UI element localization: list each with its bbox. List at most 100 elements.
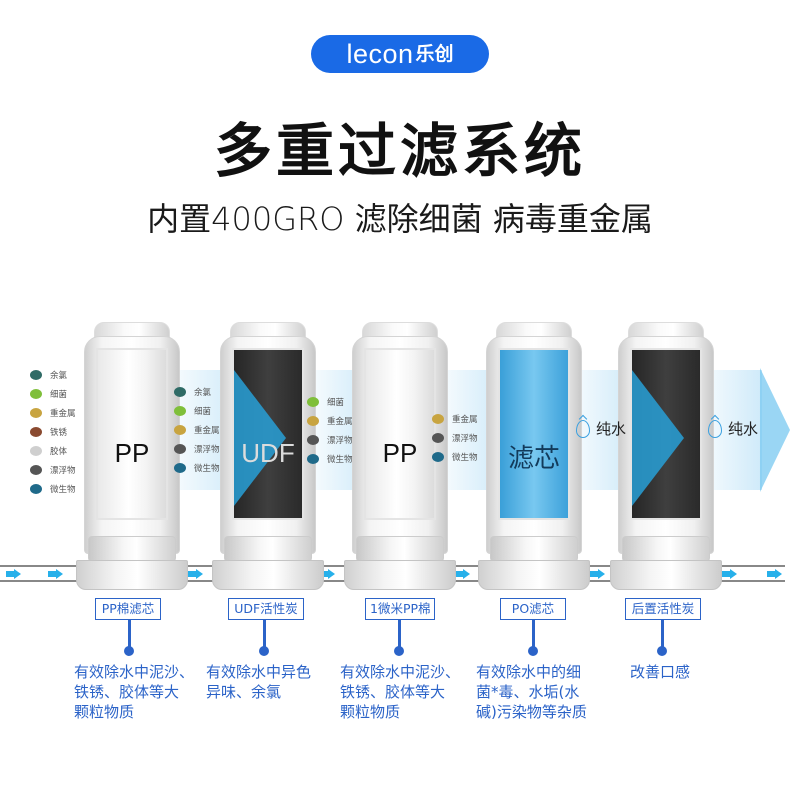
- stage-connector: [398, 620, 401, 650]
- stage-name-post-carbon: 后置活性炭: [625, 598, 701, 620]
- stage-dot: [124, 646, 134, 656]
- impurity-item: 余氯: [174, 382, 220, 401]
- pure-water-label: 纯水: [708, 418, 758, 439]
- impurity-item: 漂浮物: [174, 439, 220, 458]
- stage-desc-udf: 有效除水中异色 异味、余氯: [206, 663, 312, 701]
- filter-window: PP: [96, 348, 168, 520]
- impurity-item: 细菌: [30, 384, 76, 403]
- stage-connector: [128, 620, 131, 650]
- heavy-metal-icon: [30, 407, 42, 418]
- brand-logo-en: lecon: [346, 38, 414, 69]
- impurity-item: 铁锈: [30, 422, 76, 441]
- chevron-arrow-icon: [632, 370, 684, 506]
- water-drop-icon: [576, 419, 590, 438]
- microorganism-icon: [30, 483, 42, 494]
- filter-ring: [622, 536, 710, 562]
- stage-desc-post-carbon: 改善口感: [630, 663, 691, 681]
- stage-desc-pp-cotton: 有效除水中泥沙、 铁锈、胶体等大 颗粒物质: [74, 663, 195, 721]
- stage-dot: [528, 646, 538, 656]
- stage-name-1micron-pp: 1微米PP棉: [365, 598, 435, 620]
- pure-water-label: 纯水: [576, 418, 626, 439]
- filter-housing-udf: UDF: [212, 322, 324, 594]
- filter-ring: [490, 536, 578, 562]
- bacteria-icon: [307, 396, 319, 407]
- filter-base: [76, 560, 188, 590]
- flow-arrow-icon: [760, 368, 790, 492]
- filter-label: PP: [114, 438, 150, 468]
- impurity-item: 微生物: [432, 447, 478, 466]
- residual-chlorine-icon: [174, 386, 186, 397]
- water-drop-icon: [708, 419, 722, 438]
- stage-connector: [532, 620, 535, 650]
- stage-name-po: PO滤芯: [500, 598, 566, 620]
- filter-window: PP: [364, 348, 436, 520]
- filter-base: [344, 560, 456, 590]
- pipe-flow-arrow-icon: [590, 569, 606, 579]
- impurity-item: 重金属: [30, 403, 76, 422]
- filter-housing-post-carbon: [610, 322, 722, 594]
- filter-window: 滤芯: [498, 348, 570, 520]
- microorganism-icon: [174, 462, 186, 473]
- filter-window: UDF: [232, 348, 304, 520]
- impurity-item: 余氯: [30, 365, 76, 384]
- impurity-item: 胶体: [30, 441, 76, 460]
- bacteria-icon: [30, 388, 42, 399]
- impurity-item: 重金属: [307, 411, 353, 430]
- impurity-item: 重金属: [432, 409, 478, 428]
- impurity-item: 漂浮物: [307, 430, 353, 449]
- filter-base: [212, 560, 324, 590]
- impurity-item: 重金属: [174, 420, 220, 439]
- heavy-metal-icon: [432, 413, 444, 424]
- pipe-flow-arrow-icon: [722, 569, 738, 579]
- filter-base: [478, 560, 590, 590]
- microorganism-icon: [432, 451, 444, 462]
- heavy-metal-icon: [174, 424, 186, 435]
- floating-matter-icon: [30, 464, 42, 475]
- chevron-arrow-icon: [234, 370, 286, 506]
- stage-desc-1micron-pp: 有效除水中泥沙、 铁锈、胶体等大 颗粒物质: [340, 663, 461, 721]
- impurity-item: 微生物: [30, 479, 76, 498]
- stage-name-udf: UDF活性炭: [228, 598, 304, 620]
- brand-logo: lecon 乐创: [311, 35, 489, 73]
- pipe-flow-arrow-icon: [767, 569, 783, 579]
- pipe-flow-arrow-icon: [455, 569, 471, 579]
- stage-desc-po: 有效除水中的细 菌*毒、水垢(水 碱)污染物等杂质: [476, 663, 587, 721]
- filter-label: PP: [382, 438, 418, 468]
- filter-ring: [356, 536, 444, 562]
- floating-matter-icon: [174, 443, 186, 454]
- filter-housing-po: 滤芯: [478, 322, 590, 594]
- microorganism-icon: [307, 453, 319, 464]
- pipe-flow-arrow-icon: [6, 569, 22, 579]
- filter-label: 滤芯: [507, 443, 560, 473]
- floating-matter-icon: [307, 434, 319, 445]
- impurity-list-stage1: 余氯 细菌 重金属 漂浮物 微生物: [174, 382, 220, 477]
- heavy-metal-icon: [307, 415, 319, 426]
- impurity-list-stage3: 重金属 漂浮物 微生物: [432, 409, 478, 466]
- stage-dot: [657, 646, 667, 656]
- page-title: 多重过滤系统: [213, 117, 586, 185]
- filter-housing-pp-1micron: PP: [344, 322, 456, 594]
- stage-name-pp-cotton: PP棉滤芯: [95, 598, 161, 620]
- pipe-flow-arrow-icon: [188, 569, 204, 579]
- stage-dot: [259, 646, 269, 656]
- impurity-item: 漂浮物: [432, 428, 478, 447]
- brand-logo-cn: 乐创: [415, 43, 454, 65]
- stage-connector: [263, 620, 266, 650]
- impurity-item: 细菌: [307, 392, 353, 411]
- impurity-item: 微生物: [174, 458, 220, 477]
- impurity-item: 微生物: [307, 449, 353, 468]
- filter-ring: [224, 536, 312, 562]
- impurity-list-stage0: 余氯 细菌 重金属 铁锈 胶体 漂浮物 微生物: [30, 365, 76, 498]
- impurity-list-stage2: 细菌 重金属 漂浮物 微生物: [307, 392, 353, 468]
- filter-label: UDF: [241, 438, 295, 468]
- stage-dot: [394, 646, 404, 656]
- stage-connector: [661, 620, 664, 650]
- filter-base: [610, 560, 722, 590]
- filter-window: [630, 348, 702, 520]
- residual-chlorine-icon: [30, 369, 42, 380]
- rust-icon: [30, 426, 42, 437]
- pipe-flow-arrow-icon: [320, 569, 336, 579]
- floating-matter-icon: [432, 432, 444, 443]
- bacteria-icon: [174, 405, 186, 416]
- impurity-item: 细菌: [174, 401, 220, 420]
